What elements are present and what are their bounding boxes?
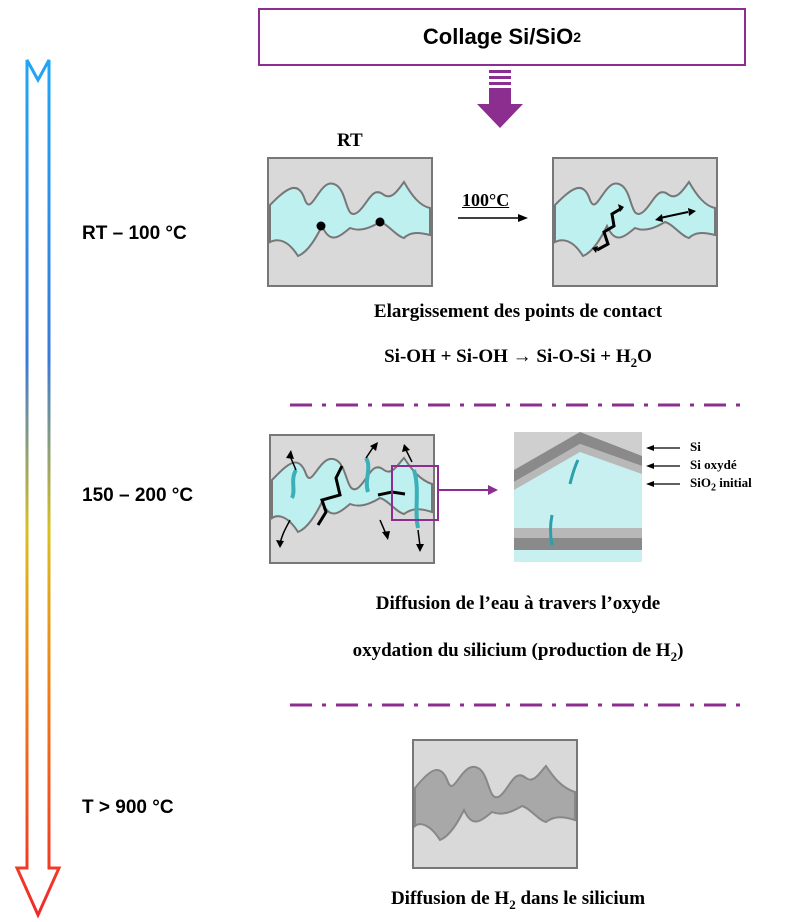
sio2-pre: SiO bbox=[690, 475, 711, 490]
label-si: Si bbox=[690, 439, 701, 454]
caption-reaction: Si-OH + Si-OH → Si-O-Si + H2O bbox=[238, 346, 798, 371]
reaction-subscript: 2 bbox=[630, 354, 638, 370]
enlarged-contact-box bbox=[552, 157, 718, 287]
oxidation-text: oxydation du silicium (production de H bbox=[352, 640, 671, 661]
h2-end: dans le silicium bbox=[515, 888, 646, 909]
reaction-end: O bbox=[637, 346, 652, 367]
sio2-sub: 2 bbox=[710, 482, 716, 494]
rt-contact-box bbox=[267, 157, 433, 287]
caption-contact-enlargement: Elargissement des points de contact bbox=[373, 301, 663, 322]
zoom-oxide-detail bbox=[514, 432, 680, 562]
caption-h2-diffusion: Diffusion de H2 dans le silicium bbox=[238, 888, 798, 913]
h2-subscript: 2 bbox=[509, 896, 516, 912]
heating-arrow bbox=[458, 214, 528, 222]
stage-temp-2: 150 – 200 °C bbox=[82, 485, 194, 506]
oxidation-end: ) bbox=[677, 640, 684, 661]
title-text: Collage Si/SiO bbox=[422, 24, 574, 49]
reaction-right: Si-O-Si + H bbox=[531, 346, 631, 367]
arrow-temp-label: 100°C bbox=[462, 190, 510, 210]
label-sio2-initial: SiO2 initial bbox=[690, 475, 752, 494]
caption-oxidation: oxydation du silicium (production de H2) bbox=[238, 640, 798, 665]
h2-text: Diffusion de H bbox=[390, 888, 510, 909]
reaction-left: Si-OH + Si-OH bbox=[384, 346, 513, 367]
oxidation-subscript: 2 bbox=[670, 648, 678, 664]
water-diffusion-box bbox=[269, 434, 498, 564]
process-down-arrow bbox=[477, 70, 523, 128]
label-si-oxyde: Si oxydé bbox=[690, 457, 737, 472]
reaction-arrow: → bbox=[512, 346, 532, 367]
stage-temp-3: T > 900 °C bbox=[82, 797, 174, 818]
stage-temp-1: RT – 100 °C bbox=[82, 223, 187, 244]
temperature-arrow bbox=[14, 59, 62, 919]
title-subscript: 2 bbox=[573, 29, 582, 45]
sio2-post: initial bbox=[715, 475, 752, 490]
caption-water-diffusion: Diffusion de l’eau à travers l’oxyde bbox=[375, 593, 661, 614]
hydrogen-diffusion-box bbox=[412, 739, 578, 869]
rt-label: RT bbox=[337, 130, 363, 151]
